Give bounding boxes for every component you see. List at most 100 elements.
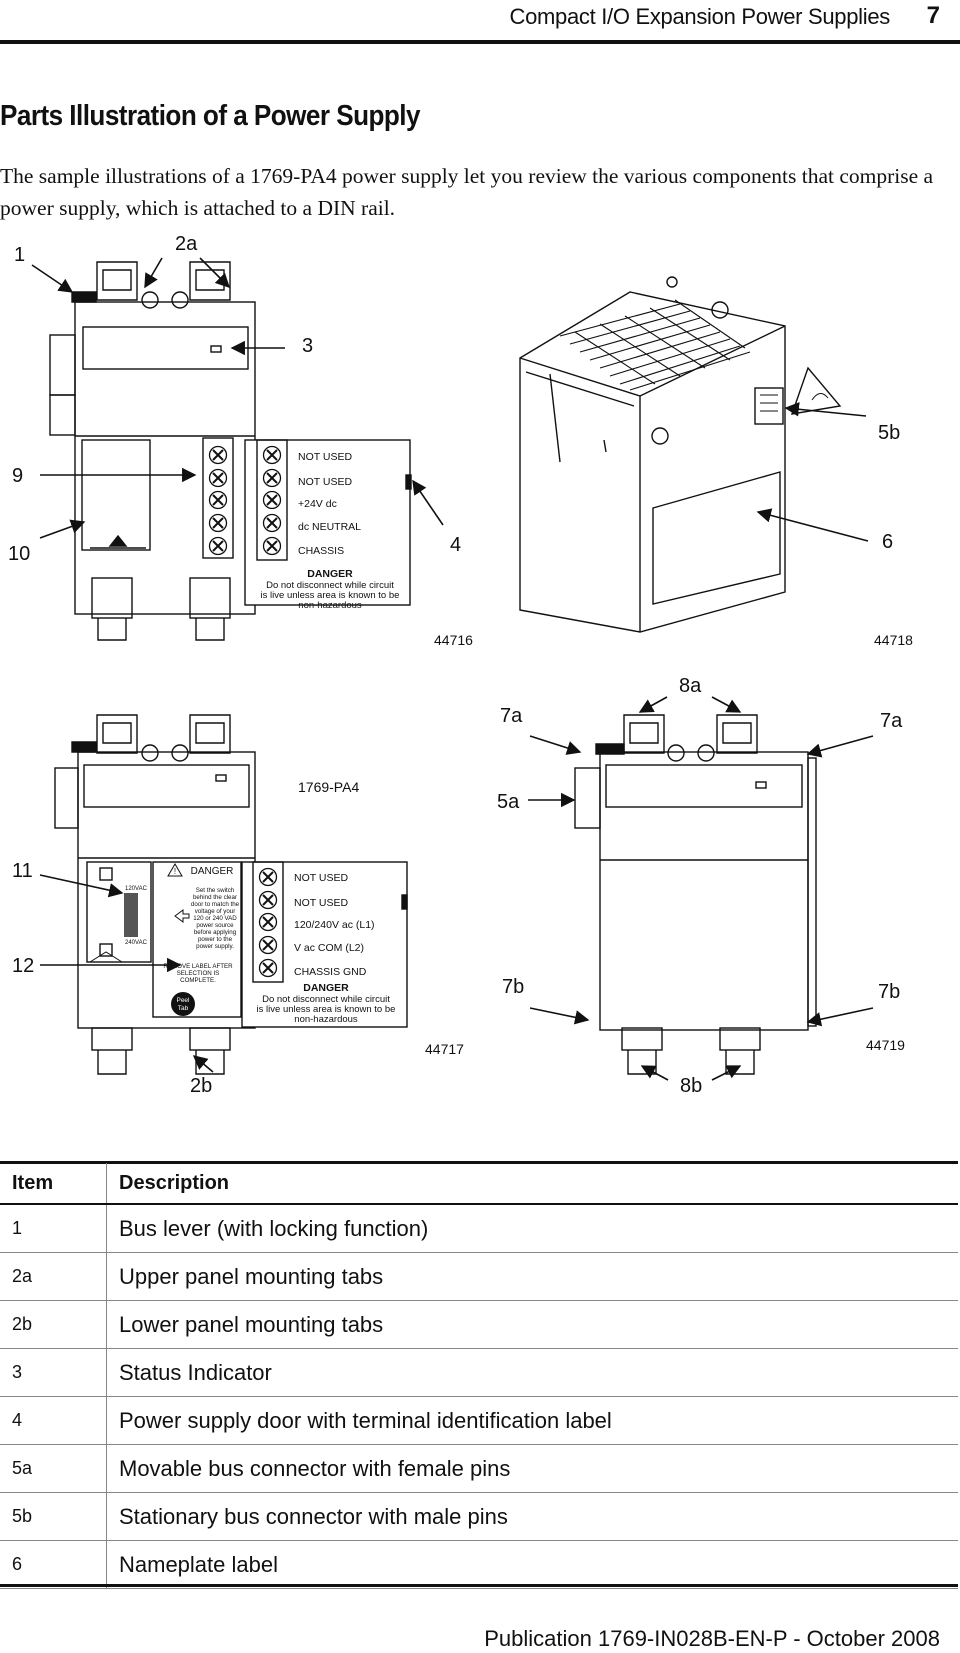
dc-danger-line-1: Do not disconnect while circuit — [266, 580, 394, 591]
dc-danger-title: DANGER — [307, 568, 353, 580]
callout-12: 12 — [12, 955, 34, 977]
switch-instr-7: before applying — [194, 929, 237, 936]
callout-9: 9 — [12, 465, 23, 487]
ac-danger-line-1: Do not disconnect while circuit — [262, 994, 390, 1005]
dc-terminal-label-4: dc NEUTRAL — [298, 521, 361, 533]
switch-instr-4: voltage of your — [195, 908, 236, 915]
ac-danger-title: DANGER — [303, 982, 349, 994]
ac-danger-line-2: is live unless area is known to be — [257, 1004, 396, 1015]
callout-4: 4 — [450, 534, 461, 556]
parts-figure: NOT USED NOT USED +24V dc dc NEUTRAL CHA… — [0, 225, 960, 1105]
switch-instr-5: 120 or 240 VAD — [193, 915, 237, 922]
switch-240vac: 240VAC — [125, 940, 148, 946]
item-cell: 2a — [0, 1252, 107, 1301]
description-cell: Nameplate label — [106, 1540, 958, 1589]
header-rule — [0, 40, 960, 44]
callout-2a: 2a — [175, 233, 198, 255]
description-cell: Stationary bus connector with male pins — [106, 1492, 958, 1541]
ac-terminal-label-1: NOT USED — [294, 872, 348, 884]
column-header-item: Item — [0, 1163, 107, 1205]
peel-tab-2: Tab — [178, 1005, 189, 1012]
callout-11: 11 — [12, 860, 33, 882]
callout-7a-right: 7a — [880, 710, 903, 732]
svg-text:!: ! — [174, 867, 176, 876]
page-number: 7 — [926, 2, 940, 29]
callout-5a: 5a — [497, 791, 520, 813]
peel-tab-1: Peel — [176, 997, 190, 1004]
item-cell: 1 — [0, 1204, 107, 1253]
figure-id-44718: 44718 — [874, 632, 913, 648]
callout-8a: 8a — [679, 675, 702, 697]
description-cell: Movable bus connector with female pins — [106, 1444, 958, 1493]
callout-7b-left: 7b — [502, 976, 524, 998]
remove-label-2: SELECTION IS — [177, 970, 220, 977]
figure-id-44717: 44717 — [425, 1041, 464, 1057]
callout-3: 3 — [302, 335, 313, 357]
front-view-dc: NOT USED NOT USED +24V dc dc NEUTRAL CHA… — [49, 261, 412, 641]
callout-10: 10 — [8, 543, 30, 565]
front-view-ac: 120VAC 240VAC ! DANGER Set the switch be… — [54, 714, 408, 1075]
dc-terminal-label-1: NOT USED — [298, 451, 352, 463]
item-cell: 2b — [0, 1300, 107, 1349]
dc-terminal-label-2: NOT USED — [298, 476, 352, 488]
description-cell: Upper panel mounting tabs — [106, 1252, 958, 1301]
front-view-no-door — [574, 714, 817, 1075]
table-bottom-rule — [0, 1584, 958, 1587]
ac-danger-line-3: non-hazardous — [294, 1014, 358, 1025]
switch-instr-1: Set the switch — [196, 887, 235, 894]
description-cell: Lower panel mounting tabs — [106, 1300, 958, 1349]
item-cell: 6 — [0, 1540, 107, 1589]
dc-danger-line-3: non-hazardous — [298, 600, 362, 611]
switch-120vac: 120VAC — [125, 886, 148, 892]
switch-instr-3: door to match the — [191, 901, 240, 908]
switch-instr-2: behind the clear — [193, 894, 237, 901]
description-cell: Power supply door with terminal identifi… — [106, 1396, 958, 1445]
dc-danger-line-2: is live unless area is known to be — [261, 590, 400, 601]
item-cell: 5a — [0, 1444, 107, 1493]
switch-instr-9: power supply. — [196, 943, 234, 950]
item-cell: 4 — [0, 1396, 107, 1445]
dc-terminal-label-3: +24V dc — [298, 498, 337, 510]
figure-id-44719: 44719 — [866, 1037, 905, 1053]
running-header-title: Compact I/O Expansion Power Supplies — [509, 4, 890, 29]
page-header: Compact I/O Expansion Power Supplies 7 — [0, 0, 960, 44]
switch-instr-6: power source — [196, 922, 234, 929]
section-title: Parts Illustration of a Power Supply — [0, 100, 421, 132]
table-header-row: Item Description — [0, 1163, 958, 1205]
switch-danger: DANGER — [191, 866, 234, 877]
description-cell: Status Indicator — [106, 1348, 958, 1397]
callout-7b-right: 7b — [878, 981, 900, 1003]
isometric-view — [519, 276, 842, 633]
remove-label-1: REMOVE LABEL AFTER — [163, 963, 233, 970]
callout-1: 1 — [14, 244, 25, 266]
column-header-description: Description — [106, 1163, 958, 1205]
item-cell: 5b — [0, 1492, 107, 1541]
callout-8b: 8b — [680, 1075, 702, 1097]
callout-6: 6 — [882, 531, 893, 553]
intro-paragraph: The sample illustrations of a 1769-PA4 p… — [0, 164, 934, 220]
figure-id-44716: 44716 — [434, 632, 473, 648]
switch-instr-8: power to the — [198, 936, 233, 943]
table-top-rule — [0, 1161, 958, 1164]
dc-terminal-label-5: CHASSIS — [298, 545, 344, 557]
publication-footer: Publication 1769-IN028B-EN-P - October 2… — [484, 1626, 940, 1651]
ac-terminal-label-4: V ac COM (L2) — [294, 942, 364, 954]
remove-label-3: COMPLETE. — [180, 977, 216, 984]
callout-5b: 5b — [878, 422, 900, 444]
callout-7a-left: 7a — [500, 705, 523, 727]
item-cell: 3 — [0, 1348, 107, 1397]
description-cell: Bus lever (with locking function) — [106, 1204, 958, 1253]
ac-terminal-label-2: NOT USED — [294, 897, 348, 909]
callout-2b: 2b — [190, 1075, 212, 1097]
model-label: 1769-PA4 — [298, 779, 359, 795]
ac-terminal-label-3: 120/240V ac (L1) — [294, 919, 375, 931]
